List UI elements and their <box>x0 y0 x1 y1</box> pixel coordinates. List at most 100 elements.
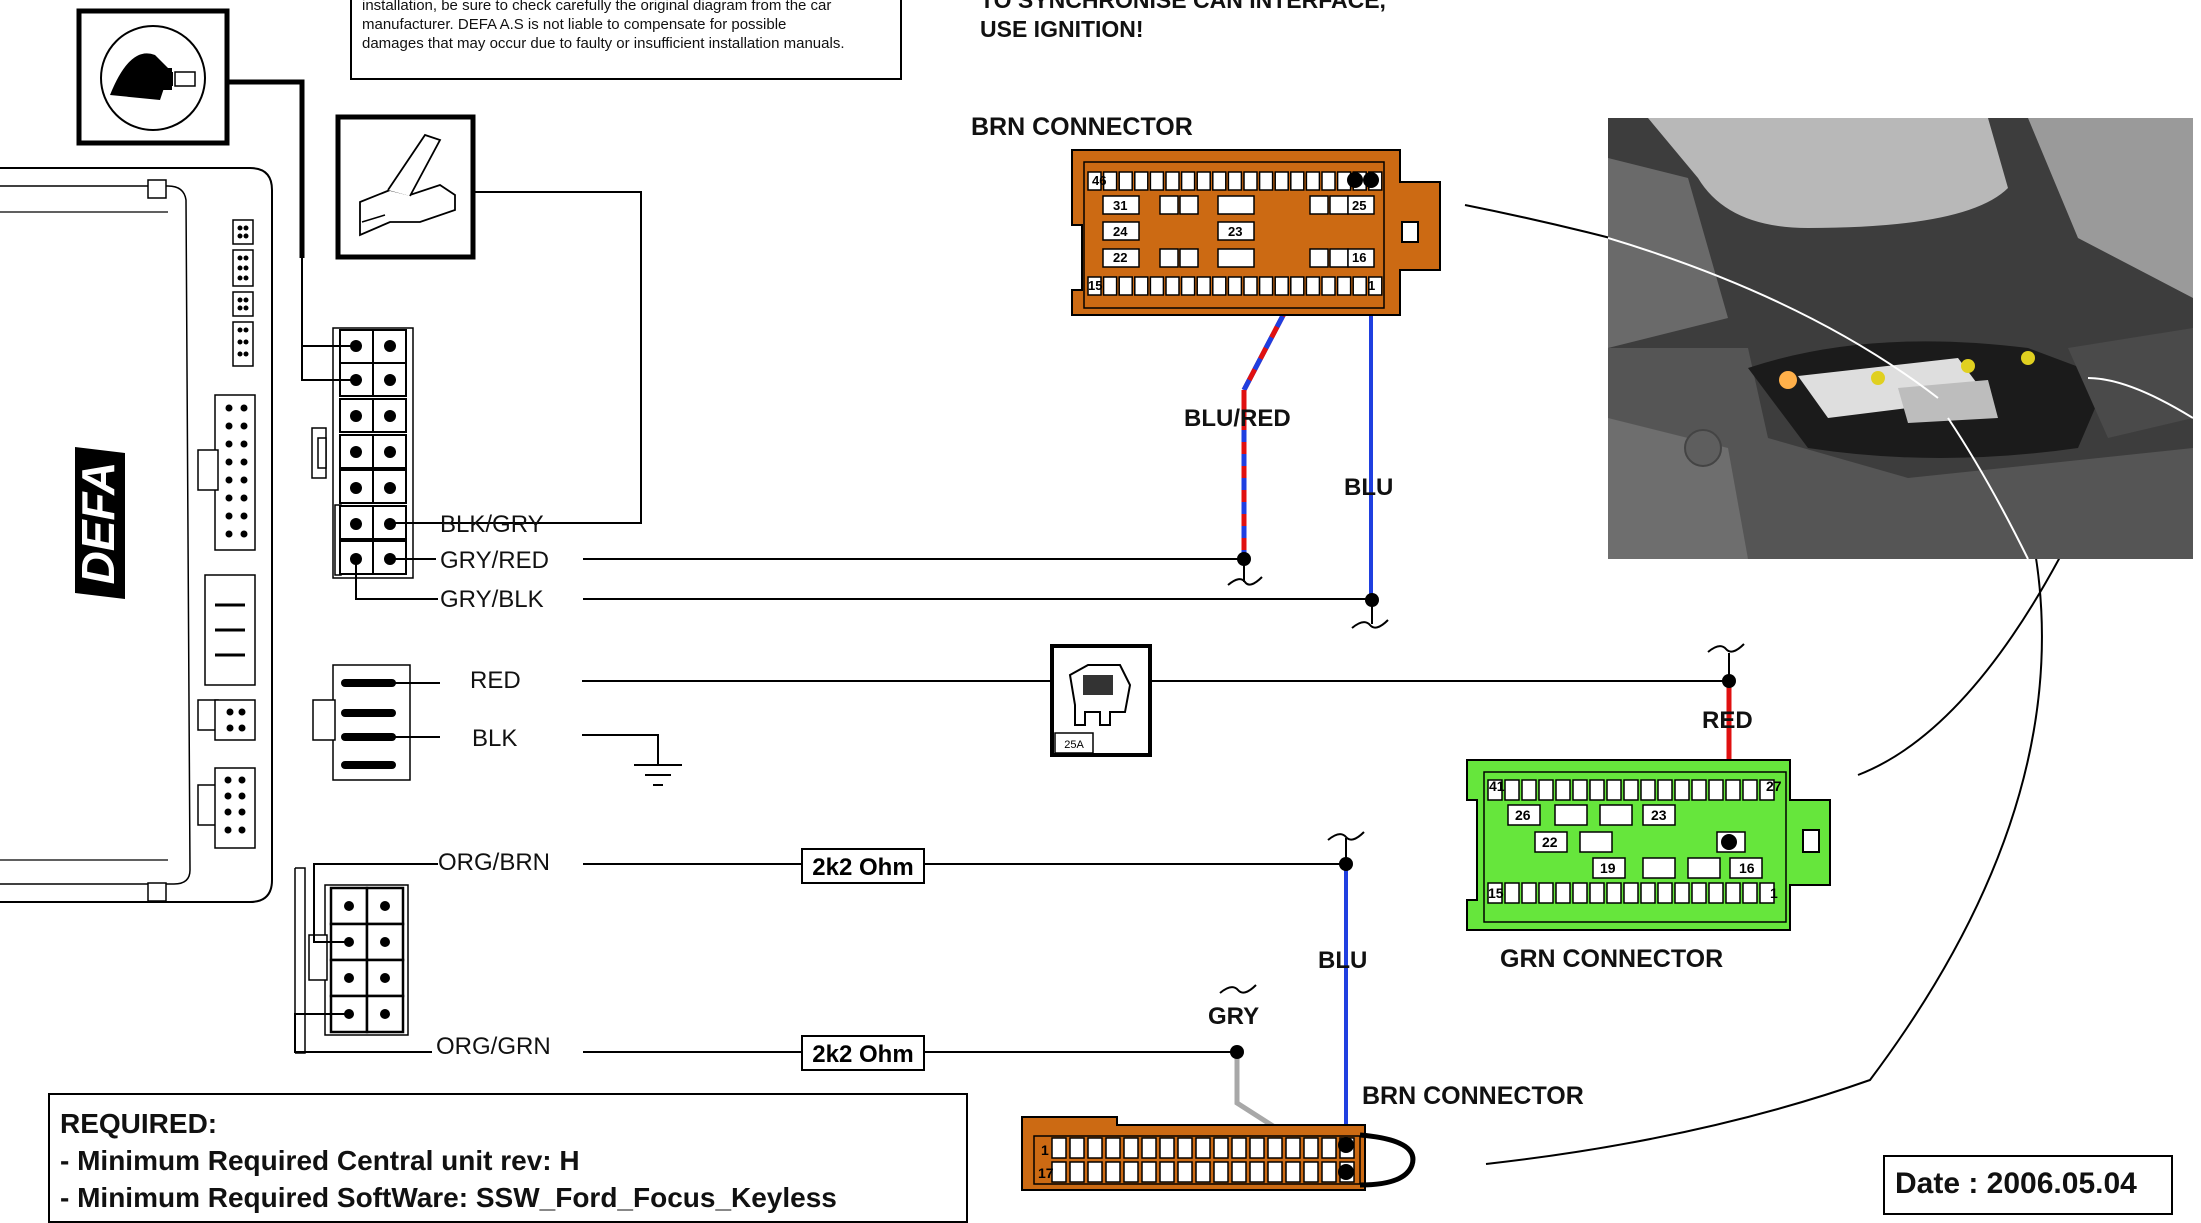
svg-text:31: 31 <box>1113 198 1127 213</box>
pin-cavity <box>1290 276 1305 296</box>
pin-cavity <box>1623 882 1639 904</box>
pin-cavity <box>1321 276 1336 296</box>
svg-text:2k2 Ohm: 2k2 Ohm <box>812 854 913 881</box>
svg-text:22: 22 <box>1113 250 1127 265</box>
pin-cavity <box>1640 779 1656 801</box>
sync-note-line2: USE IGNITION! <box>980 16 1144 42</box>
pin-cavity <box>1759 882 1775 904</box>
pin-cavity <box>1149 171 1165 191</box>
pin-cavity <box>1087 1161 1103 1183</box>
pin-cavity <box>1213 1137 1229 1159</box>
pin-cavity <box>1657 779 1673 801</box>
disclaimer-line: installation, be sure to check carefully… <box>362 0 832 14</box>
pin-cavity <box>1606 882 1622 904</box>
svg-text:46: 46 <box>1092 173 1106 188</box>
pin-cavity <box>1321 171 1336 191</box>
disclaimer-box: installation, be sure to check carefully… <box>350 0 902 80</box>
pin-cavity <box>1149 276 1165 296</box>
svg-text:15: 15 <box>1088 278 1102 293</box>
pin-cavity <box>1051 1137 1067 1159</box>
pin-cavity <box>1691 779 1707 801</box>
pin-cavity <box>1606 779 1622 801</box>
svg-text:1: 1 <box>1368 278 1375 293</box>
svg-text:23: 23 <box>1651 807 1667 823</box>
pin-cavity <box>1640 882 1656 904</box>
svg-text:26: 26 <box>1515 807 1531 823</box>
pin-cavity <box>1674 882 1690 904</box>
pin-cavity <box>1134 276 1149 296</box>
svg-text:25A: 25A <box>1064 739 1084 751</box>
pin-cavity <box>1141 1161 1157 1183</box>
pin-cavity <box>1589 779 1605 801</box>
pin-cavity <box>1177 1161 1193 1183</box>
pin-cavity <box>1051 1161 1067 1183</box>
pin-cavity <box>1195 1161 1211 1183</box>
power-connector <box>312 664 411 781</box>
pin-cavity <box>1368 276 1383 296</box>
pin-cavity <box>1118 276 1133 296</box>
pin-cavity <box>1267 1161 1283 1183</box>
pin-cavity <box>1285 1137 1301 1159</box>
central-unit: DEFA <box>0 167 273 903</box>
pin-cavity <box>1123 1161 1139 1183</box>
svg-text:19: 19 <box>1600 860 1616 876</box>
pin-cavity <box>1258 171 1274 191</box>
disclaimer-line: damages that may occur due to faulty or … <box>362 35 845 52</box>
sync-note-line1: TO SYNCHRONISE CAN INTERFACE, <box>980 0 1386 13</box>
pin-cavity <box>1303 1137 1319 1159</box>
pin-cavity <box>1657 882 1673 904</box>
pin-cavity <box>1196 276 1211 296</box>
pin-cavity <box>1321 1161 1337 1183</box>
connector-titles: BRN CONNECTOR GRN CONNECTOR BRN CONNECTO… <box>971 113 1723 1110</box>
pin-cavity <box>1674 779 1690 801</box>
pin-cavity <box>1227 171 1243 191</box>
svg-text:41: 41 <box>1489 778 1505 794</box>
pin-cavity <box>1274 276 1289 296</box>
pin-cavity <box>1159 1161 1175 1183</box>
pin-cavity <box>1177 1137 1193 1159</box>
pin-cavity <box>1285 1161 1301 1183</box>
requirements-box: REQUIRED: - Minimum Required Central uni… <box>48 1093 968 1223</box>
pin-cavity <box>1504 779 1520 801</box>
pin-cavity <box>1742 882 1758 904</box>
requirements-line: - Minimum Required SoftWare: SSW_Ford_Fo… <box>60 1182 837 1213</box>
pin-cavity <box>1196 171 1211 191</box>
pin-cavity <box>1336 276 1352 296</box>
svg-text:1: 1 <box>1770 885 1778 901</box>
pin-cavity <box>1521 882 1537 904</box>
sync-note: TO SYNCHRONISE CAN INTERFACE, USE IGNITI… <box>980 0 1386 44</box>
brn-connector-bottom-title: BRN CONNECTOR <box>1362 1082 1584 1110</box>
wire-label-red: RED <box>470 667 521 694</box>
pin-cavity <box>1521 779 1537 801</box>
svg-text:16: 16 <box>1739 860 1755 876</box>
brn-connector-top: 46 31 24 22 15 25 23 16 1 <box>1071 149 1441 316</box>
pin-cavity <box>1305 171 1321 191</box>
svg-text:25: 25 <box>1352 198 1366 213</box>
vehicle-photo <box>1608 118 2193 559</box>
pin-cavity <box>1305 276 1321 296</box>
pin-cavity <box>1555 779 1571 801</box>
svg-text:22: 22 <box>1542 834 1558 850</box>
resistor-1: 2k2 Ohm <box>801 848 925 884</box>
requirements-line: - Minimum Required Central unit rev: H <box>60 1145 580 1176</box>
pin-cavity <box>1555 882 1571 904</box>
pin-cavity <box>1572 882 1588 904</box>
pin-cavity <box>1504 882 1520 904</box>
pin-cavity <box>1538 779 1554 801</box>
pin-cavity <box>1258 276 1274 296</box>
pin-cavity <box>1213 1161 1229 1183</box>
pin-cavity <box>1102 276 1118 296</box>
pin-cavity <box>1087 276 1102 296</box>
pin-cavity <box>1572 779 1588 801</box>
defa-logo: DEFA <box>72 447 125 599</box>
pin-cavity <box>1195 1137 1211 1159</box>
pin-cavity <box>1725 779 1741 801</box>
svg-text:DEFA: DEFA <box>72 462 124 585</box>
pin-cavity <box>1538 882 1554 904</box>
pin-cavity <box>1069 1137 1085 1159</box>
pin-cavity <box>1118 171 1133 191</box>
wire-label-blu-top: BLU <box>1344 474 1393 501</box>
main-connector-14pin <box>311 327 414 579</box>
svg-text:24: 24 <box>1113 224 1128 239</box>
